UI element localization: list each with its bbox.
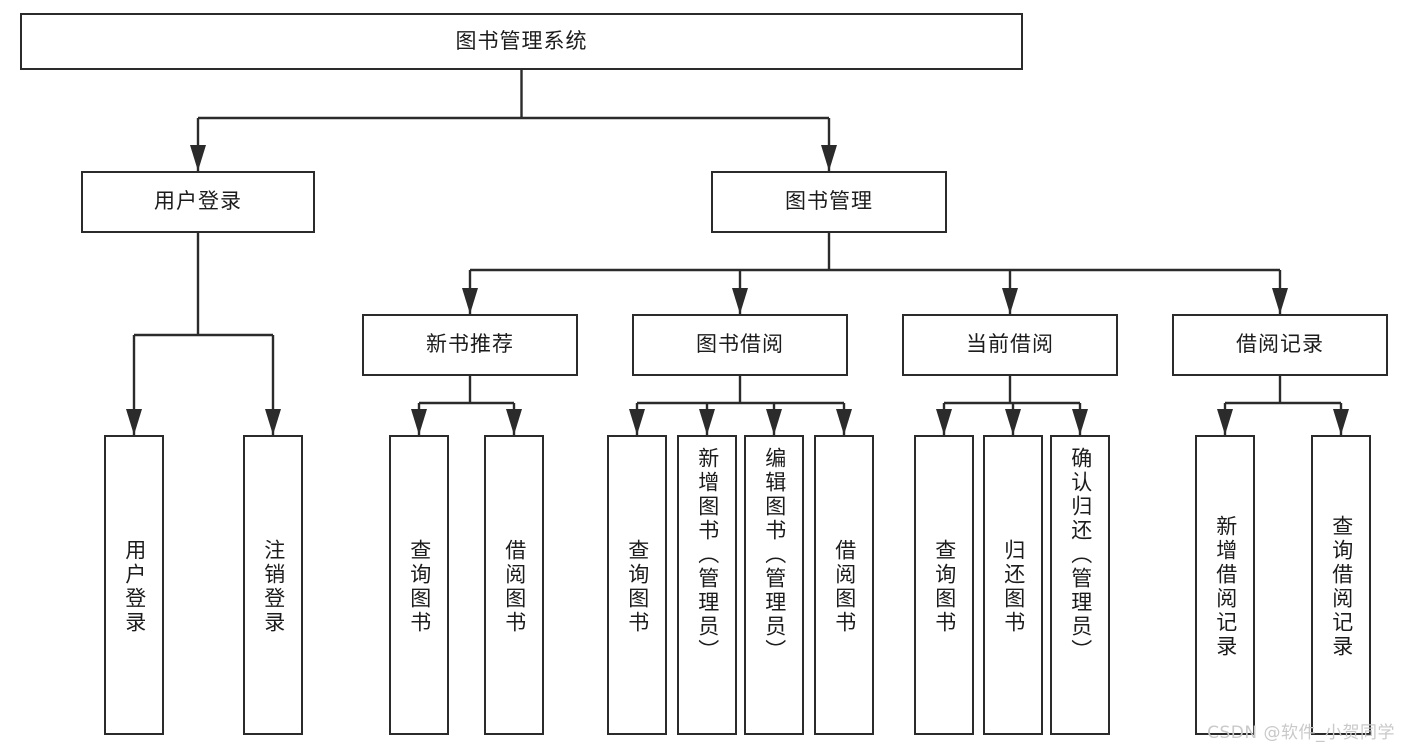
node-label: 查询图书	[932, 539, 957, 635]
node-leaf-user-login[interactable]: 用户登录	[104, 435, 164, 735]
node-label: 图书管理系统	[455, 28, 588, 53]
connector-arrowhead	[836, 409, 852, 435]
node-user-login[interactable]: 用户登录	[81, 171, 315, 233]
connector-arrowhead	[506, 409, 522, 435]
connector-arrowhead	[1002, 288, 1018, 314]
node-label: 查询借阅记录	[1329, 515, 1354, 659]
node-label: 当前借阅	[966, 332, 1054, 357]
connector-arrowhead	[462, 288, 478, 314]
node-leaf-cb-return[interactable]: 归还图书	[983, 435, 1043, 735]
connector-arrowhead	[821, 145, 837, 171]
node-leaf-br-query[interactable]: 查询借阅记录	[1311, 435, 1371, 735]
node-label: 查询图书	[407, 539, 432, 635]
node-label: 归还图书	[1001, 539, 1026, 635]
node-label: 借阅图书	[832, 539, 857, 635]
node-leaf-logout[interactable]: 注销登录	[243, 435, 303, 735]
connector-arrowhead	[265, 409, 281, 435]
node-label: 注销登录	[261, 539, 286, 635]
connector-arrowhead	[732, 288, 748, 314]
watermark: CSDN @软件_小贺同学	[1207, 723, 1395, 743]
node-label: 编辑图书（管理员）	[762, 447, 787, 663]
connector-arrowhead	[699, 409, 715, 435]
node-label: 确认归还（管理员）	[1068, 447, 1093, 663]
node-current-borrow[interactable]: 当前借阅	[902, 314, 1118, 376]
node-label: 新书推荐	[426, 332, 514, 357]
connector-arrowhead	[126, 409, 142, 435]
connector-arrowhead	[1217, 409, 1233, 435]
connector-arrowhead	[1272, 288, 1288, 314]
connector-arrowhead	[629, 409, 645, 435]
node-book-manage[interactable]: 图书管理	[711, 171, 947, 233]
node-leaf-cb-confirm[interactable]: 确认归还（管理员）	[1050, 435, 1110, 735]
node-label: 新增借阅记录	[1213, 515, 1238, 659]
connector-arrowhead	[411, 409, 427, 435]
connector-arrowhead	[766, 409, 782, 435]
node-book-borrow[interactable]: 图书借阅	[632, 314, 848, 376]
node-leaf-cb-query[interactable]: 查询图书	[914, 435, 974, 735]
node-label: 借阅记录	[1236, 332, 1324, 357]
node-label: 图书管理	[785, 189, 873, 214]
node-label: 查询图书	[625, 539, 650, 635]
node-leaf-rec-query[interactable]: 查询图书	[389, 435, 449, 735]
connector-arrowhead	[1005, 409, 1021, 435]
node-leaf-rec-borrow[interactable]: 借阅图书	[484, 435, 544, 735]
node-root[interactable]: 图书管理系统	[20, 13, 1023, 70]
node-leaf-br-add[interactable]: 新增借阅记录	[1195, 435, 1255, 735]
connector-arrowhead	[936, 409, 952, 435]
node-label: 新增图书（管理员）	[695, 447, 720, 663]
connector-arrowhead	[190, 145, 206, 171]
node-label: 借阅图书	[502, 539, 527, 635]
connector-arrowhead	[1333, 409, 1349, 435]
node-leaf-bb-edit[interactable]: 编辑图书（管理员）	[744, 435, 804, 735]
node-label: 用户登录	[154, 189, 242, 214]
node-label: 用户登录	[122, 539, 147, 635]
node-label: 图书借阅	[696, 332, 784, 357]
connector-arrowhead	[1072, 409, 1088, 435]
node-leaf-bb-borrow[interactable]: 借阅图书	[814, 435, 874, 735]
node-leaf-bb-query[interactable]: 查询图书	[607, 435, 667, 735]
node-new-book-rec[interactable]: 新书推荐	[362, 314, 578, 376]
node-leaf-bb-add[interactable]: 新增图书（管理员）	[677, 435, 737, 735]
node-borrow-record[interactable]: 借阅记录	[1172, 314, 1388, 376]
